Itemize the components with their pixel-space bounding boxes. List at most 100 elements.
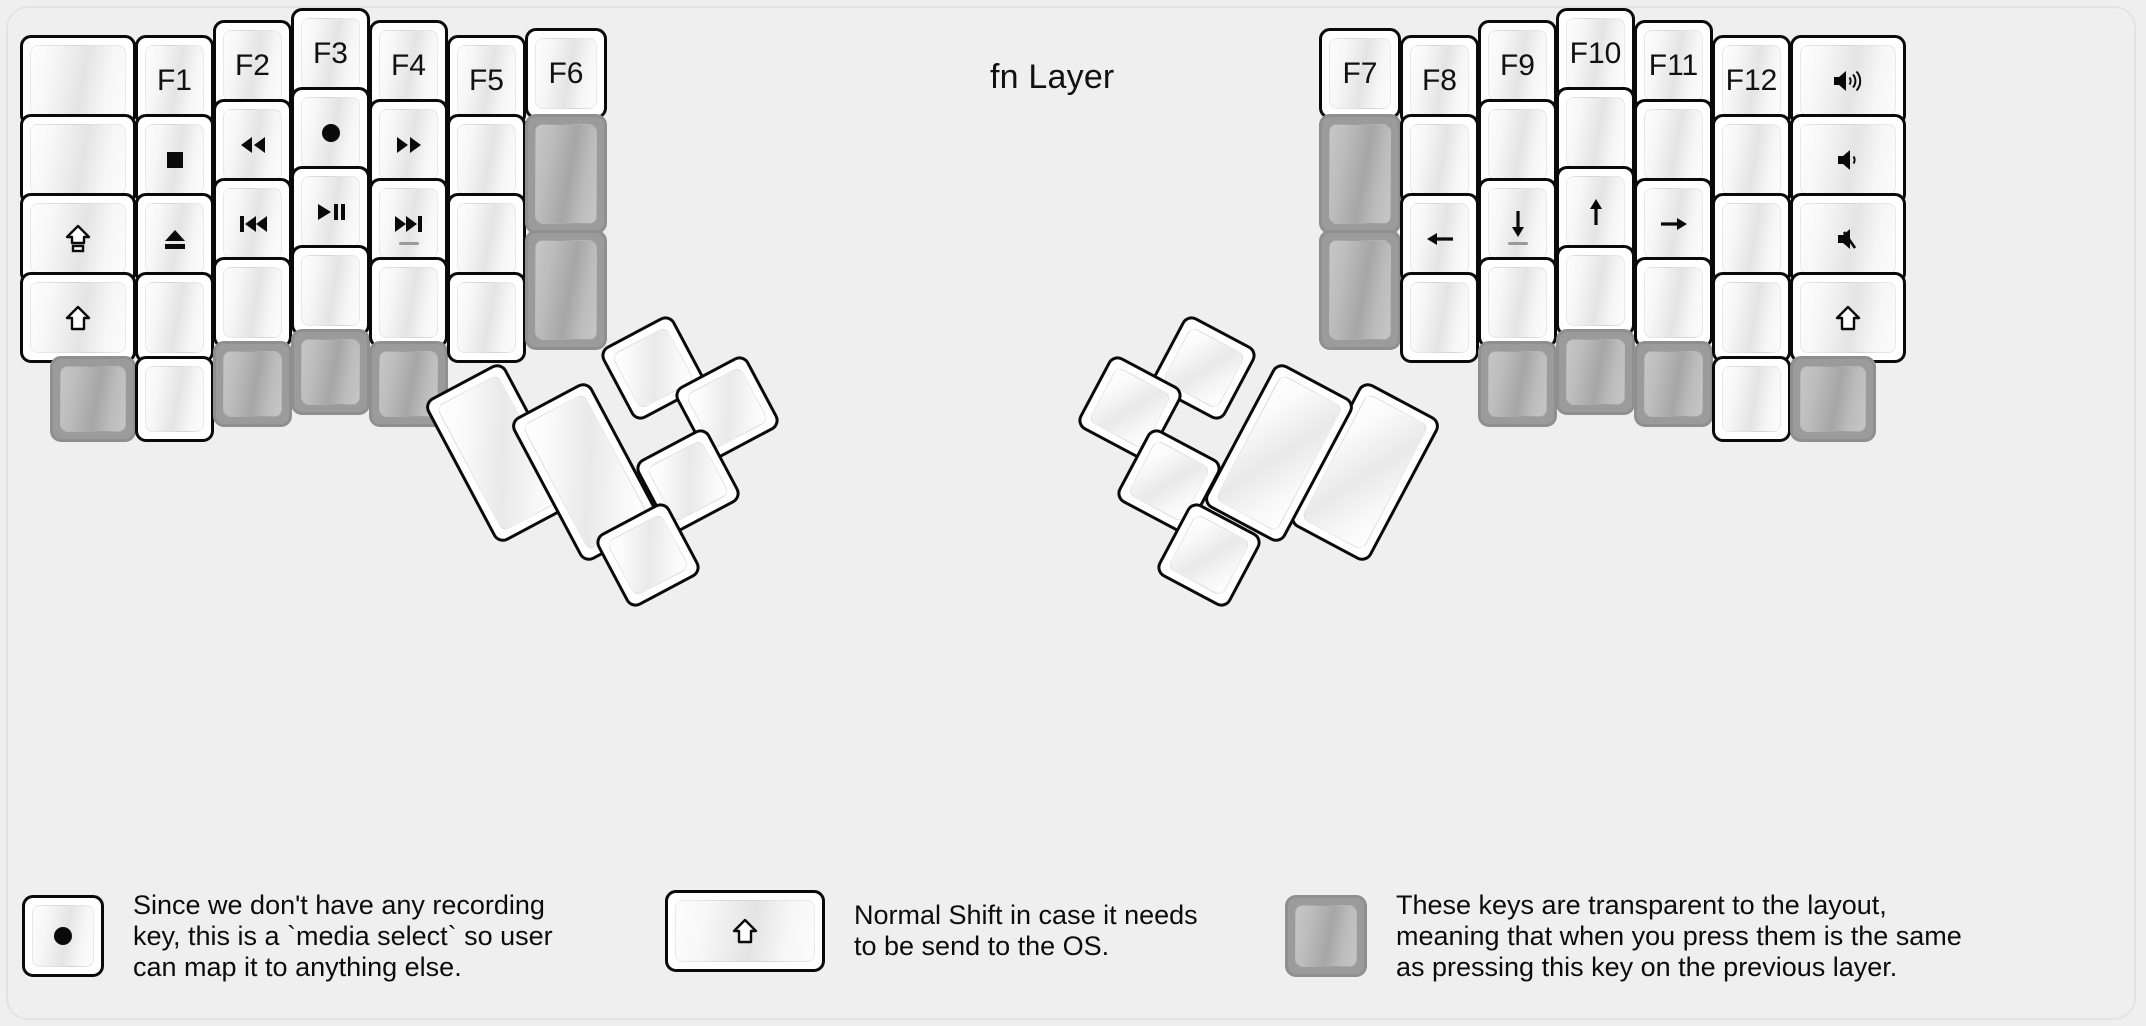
- left-col2-key4[interactable]: [135, 272, 214, 363]
- left-col4-key4[interactable]: [291, 245, 370, 336]
- keycap-face: [1410, 282, 1469, 353]
- left-col4-key2-media-record[interactable]: [291, 87, 370, 178]
- right-col4-key2[interactable]: [1556, 87, 1635, 178]
- arrow-down-icon: [1507, 208, 1529, 240]
- keycap-face: [145, 366, 204, 432]
- left-col2-key1-f1[interactable]: F1: [135, 35, 214, 126]
- right-col4-key4[interactable]: [1556, 245, 1635, 336]
- left-col2-key5[interactable]: [135, 356, 214, 442]
- shift-icon: [732, 917, 758, 945]
- left-col5-key2-media-fast-forward[interactable]: [369, 99, 448, 190]
- left-col3-key3-media-prev-track[interactable]: [213, 178, 292, 269]
- key-label: F8: [1421, 63, 1457, 97]
- right-col4-key3-arrow-up[interactable]: [1556, 166, 1635, 257]
- right-col6-key3[interactable]: [1712, 193, 1791, 284]
- right-col1-key3-transparent[interactable]: [1319, 230, 1401, 350]
- right-col6-key5[interactable]: [1712, 356, 1791, 442]
- right-col2-key1-f8[interactable]: F8: [1400, 35, 1479, 126]
- right-col6-key1-f12[interactable]: F12: [1712, 35, 1791, 126]
- keycap-face: [301, 176, 360, 247]
- right-col5-key3-arrow-right[interactable]: [1634, 178, 1713, 269]
- media-eject-icon: [162, 227, 188, 251]
- right-col3-key5-transparent[interactable]: [1478, 341, 1557, 427]
- left-col5-key4[interactable]: [369, 257, 448, 348]
- right-col5-key2[interactable]: [1634, 99, 1713, 190]
- keycap-face: [1410, 124, 1469, 195]
- left-col4-key3-media-play-pause[interactable]: [291, 166, 370, 257]
- left-col2-key2-media-stop[interactable]: [135, 114, 214, 205]
- right-col7-key1-volume-up[interactable]: [1790, 35, 1906, 126]
- legend-key-shift: [665, 890, 825, 972]
- right-col7-key3-volume-mute[interactable]: [1790, 193, 1906, 284]
- keycap-face: [1329, 240, 1391, 340]
- left-col3-key1-f2[interactable]: F2: [213, 20, 292, 111]
- left-col4-key1-f3[interactable]: F3: [291, 8, 370, 99]
- left-col7-key1-f6[interactable]: F6: [525, 28, 607, 119]
- keycap-face: F12: [1722, 45, 1781, 116]
- right-col6-key2[interactable]: [1712, 114, 1791, 205]
- left-col7-key3-transparent[interactable]: [525, 230, 607, 350]
- keycap-face: [223, 109, 282, 180]
- keycap-face: [223, 351, 282, 417]
- key-label: F11: [1648, 48, 1699, 82]
- right-col7-key2-volume-down[interactable]: [1790, 114, 1906, 205]
- right-col2-key2[interactable]: [1400, 114, 1479, 205]
- right-col2-key4[interactable]: [1400, 272, 1479, 363]
- right-col4-key5-transparent[interactable]: [1556, 329, 1635, 415]
- left-col6-key4[interactable]: [447, 272, 526, 363]
- right-col6-key4[interactable]: [1712, 272, 1791, 363]
- caps-lock-icon: [65, 224, 91, 254]
- left-col4-key5-transparent[interactable]: [291, 329, 370, 415]
- keycap-face: [1800, 45, 1896, 116]
- right-col1-key1-f7[interactable]: F7: [1319, 28, 1401, 119]
- media-record-icon: [51, 924, 75, 948]
- keycap-face: [1644, 351, 1703, 417]
- left-col1-key4-shift[interactable]: [20, 272, 136, 363]
- left-col6-key2[interactable]: [447, 114, 526, 205]
- right-col5-key1-f11[interactable]: F11: [1634, 20, 1713, 111]
- keycap-face: [379, 109, 438, 180]
- keycap-face: [1722, 124, 1781, 195]
- arrow-up-icon: [1585, 196, 1607, 228]
- right-col2-key3-arrow-left[interactable]: [1400, 193, 1479, 284]
- left-col3-key4[interactable]: [213, 257, 292, 348]
- left-col3-key5-transparent[interactable]: [213, 341, 292, 427]
- keycap-face: [535, 240, 597, 340]
- left-col1-key5-transparent[interactable]: [50, 356, 136, 442]
- right-col3-key3-arrow-down[interactable]: [1478, 178, 1557, 269]
- right-col4-key1-f10[interactable]: F10: [1556, 8, 1635, 99]
- keycap-face: [1722, 282, 1781, 353]
- right-col7-key4-shift[interactable]: [1790, 272, 1906, 363]
- left-col1-key1[interactable]: [20, 35, 136, 126]
- left-col5-key1-f4[interactable]: F4: [369, 20, 448, 111]
- media-record-icon: [319, 121, 343, 145]
- left-col6-key1-f5[interactable]: F5: [447, 35, 526, 126]
- left-col2-key3-media-eject[interactable]: [135, 193, 214, 284]
- right-col1-key2-transparent[interactable]: [1319, 114, 1401, 234]
- right-col5-key4[interactable]: [1634, 257, 1713, 348]
- left-col7-key2-transparent[interactable]: [525, 114, 607, 234]
- keycap-face: [675, 900, 815, 962]
- keycap-face: [1644, 188, 1703, 259]
- key-label: F4: [390, 48, 426, 82]
- keycap-face: [30, 45, 126, 116]
- legend-text-transparent: These keys are transparent to the layout…: [1396, 890, 1962, 982]
- legend-keycap: [22, 895, 104, 978]
- keycap-face: [1800, 203, 1896, 274]
- key-label: F5: [468, 63, 504, 97]
- left-col5-key3-media-next-track[interactable]: [369, 178, 448, 269]
- right-col5-key5-transparent[interactable]: [1634, 341, 1713, 427]
- right-col7-key5-transparent[interactable]: [1790, 356, 1876, 442]
- right-col3-key2[interactable]: [1478, 99, 1557, 190]
- media-fast-forward-icon: [394, 134, 424, 156]
- homing-bar: [398, 242, 419, 245]
- legend-key-record: [22, 895, 104, 978]
- left-col1-key2[interactable]: [20, 114, 136, 205]
- right-col3-key4[interactable]: [1478, 257, 1557, 348]
- legend-item-shift: Normal Shift in case it needs to be send…: [665, 890, 1198, 972]
- keycap-face: [379, 188, 438, 259]
- left-col1-key3-caps-lock[interactable]: [20, 193, 136, 284]
- left-col6-key3[interactable]: [447, 193, 526, 284]
- right-col3-key1-f9[interactable]: F9: [1478, 20, 1557, 111]
- left-col3-key2-media-rewind[interactable]: [213, 99, 292, 190]
